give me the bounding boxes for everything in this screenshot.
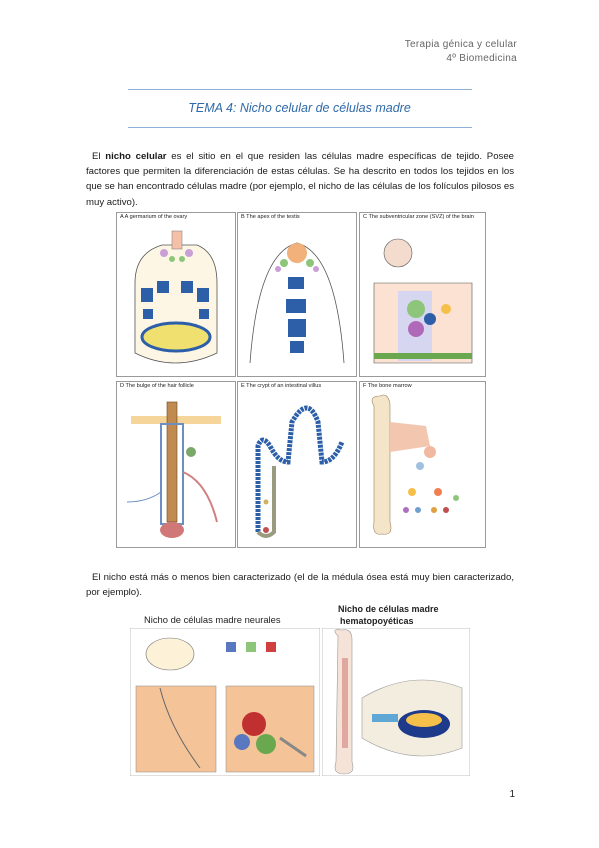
testis-apex-illustration bbox=[249, 242, 345, 364]
para2-text: El nicho está más o menos bien caracteri… bbox=[86, 572, 514, 599]
page-number: 1 bbox=[509, 789, 515, 800]
bone-marrow-illustration bbox=[371, 394, 459, 535]
document-header: Terapia génica y celular 4º Biomedicina bbox=[405, 38, 517, 66]
panel-label: A A germarium of the ovary bbox=[120, 214, 188, 220]
hair-follicle-illustration bbox=[126, 401, 221, 538]
page-title: TEMA 4: Nicho celular de células madre bbox=[188, 101, 411, 115]
intro-paragraph: El nicho celular es el sitio en el que r… bbox=[86, 149, 514, 210]
intestinal-crypt-illustration bbox=[255, 405, 345, 538]
ovary-germarium-illustration bbox=[134, 230, 218, 364]
panel-bone-marrow: F The bone marrow bbox=[359, 381, 486, 548]
hematopoietic-niche-illustration bbox=[322, 628, 470, 776]
intro-bold-term: nicho celular bbox=[105, 151, 167, 162]
panel-ovary: A A germarium of the ovary bbox=[116, 212, 236, 377]
neural-niche-illustration bbox=[130, 628, 320, 776]
panel-label: B The apex of the testis bbox=[241, 214, 300, 220]
hematopoietic-niche-title-line2: hematopoyéticas bbox=[340, 616, 414, 626]
panel-label: C The subventricular zone (SVZ) of the b… bbox=[363, 214, 474, 220]
panel-testis: B The apex of the testis bbox=[237, 212, 357, 377]
panel-svz: C The subventricular zone (SVZ) of the b… bbox=[359, 212, 486, 377]
intro-post: es el sitio en el que residen las célula… bbox=[86, 151, 515, 208]
header-course: Terapia génica y celular bbox=[404, 39, 517, 50]
title-rule-top bbox=[128, 89, 472, 90]
hematopoietic-niche-title-line1: Nicho de células madre bbox=[338, 604, 439, 614]
neural-hematopoietic-niche-figure: Nicho de células madre neurales Nicho de… bbox=[130, 604, 470, 776]
stem-cell-niches-figure: A A germarium of the ovary B The apex of… bbox=[116, 212, 486, 548]
panel-intestinal-crypt: E The crypt of an intestinal villus bbox=[237, 381, 357, 548]
header-program: 4º Biomedicina bbox=[446, 53, 517, 64]
panel-label: E The crypt of an intestinal villus bbox=[241, 383, 322, 389]
panel-label: D The bulge of the hair follicle bbox=[120, 383, 194, 389]
intro-pre: El bbox=[92, 151, 106, 162]
subventricular-zone-illustration bbox=[373, 238, 473, 364]
panel-hair-follicle: D The bulge of the hair follicle bbox=[116, 381, 236, 548]
niche-characterization-paragraph: El nicho está más o menos bien caracteri… bbox=[86, 570, 514, 600]
panel-label: F The bone marrow bbox=[363, 383, 412, 389]
title-rule-bottom bbox=[128, 127, 472, 128]
neural-niche-title: Nicho de células madre neurales bbox=[144, 614, 281, 625]
